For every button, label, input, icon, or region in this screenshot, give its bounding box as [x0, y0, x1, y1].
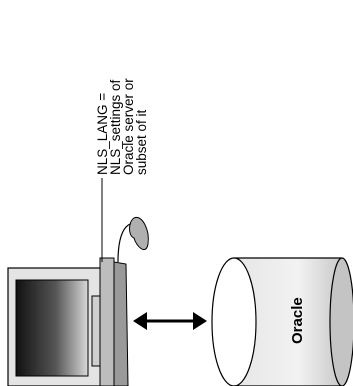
- annotation-line-1: NLS_LANG =: [95, 93, 110, 175]
- annotation-line-3: Oracle server or: [121, 78, 136, 175]
- oracle-database-cylinder: Oracle: [211, 257, 353, 386]
- annotation-line-2: NLS_settings of: [108, 79, 123, 175]
- annotation-line-4: subset of it: [134, 109, 149, 175]
- database-label: Oracle: [289, 297, 306, 344]
- connection-arrow-icon: [133, 312, 207, 330]
- client-computer-icon: [7, 216, 149, 386]
- nls-lang-annotation: NLS_LANG = NLS_settings of Oracle server…: [95, 78, 149, 175]
